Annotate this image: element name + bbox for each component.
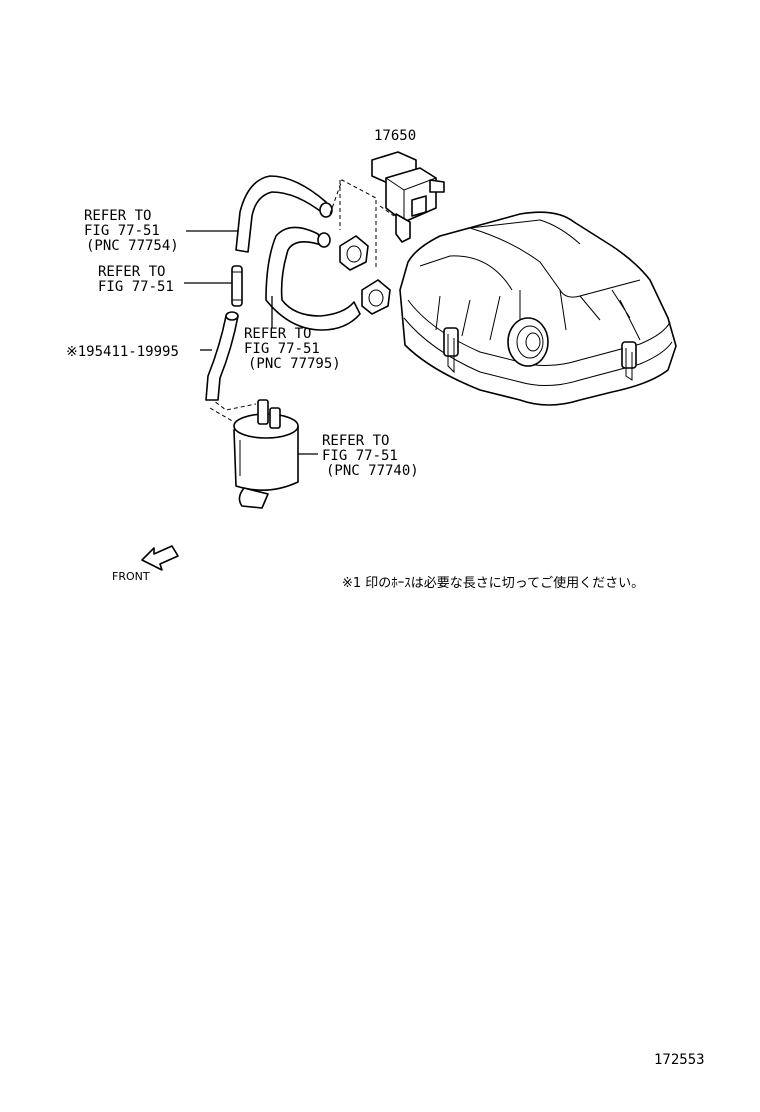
label-refer-4-line2: FIG 77-51	[322, 448, 398, 464]
vsv-part-17650	[371, 151, 445, 243]
front-arrow-icon	[141, 545, 179, 571]
label-refer-3-line2: FIG 77-51	[244, 341, 320, 357]
label-refer-4-line3: (PNC 77740)	[326, 463, 419, 479]
label-refer-2-line2: FIG 77-51	[98, 279, 174, 295]
hose-upper-middle	[265, 226, 361, 331]
label-refer-4-line1: REFER TO	[322, 433, 389, 449]
leader-lines	[184, 230, 318, 455]
label-part-hose: ※195411-19995	[66, 344, 179, 360]
connection-dashes	[209, 179, 395, 423]
hose-lower	[205, 311, 239, 401]
charcoal-canister	[233, 399, 299, 509]
label-refer-1-line2: FIG 77-51	[84, 223, 160, 239]
label-refer-3-line3: (PNC 77795)	[248, 356, 341, 372]
label-part-17650: 17650	[374, 128, 416, 144]
hose-upper-left	[235, 175, 333, 253]
air-cleaner-housing	[399, 211, 677, 406]
label-refer-1-line1: REFER TO	[84, 208, 151, 224]
hose-clamps	[339, 235, 391, 315]
label-refer-3-line1: REFER TO	[244, 326, 311, 342]
label-front: FRONT	[112, 570, 150, 583]
small-pipe	[231, 265, 243, 307]
label-note: ※1 印のﾎｰｽは必要な長さに切ってご使用ください。	[342, 575, 644, 591]
label-diagram-id: 172553	[654, 1052, 705, 1068]
label-refer-2-line1: REFER TO	[98, 264, 165, 280]
label-refer-1-line3: (PNC 77754)	[86, 238, 179, 254]
